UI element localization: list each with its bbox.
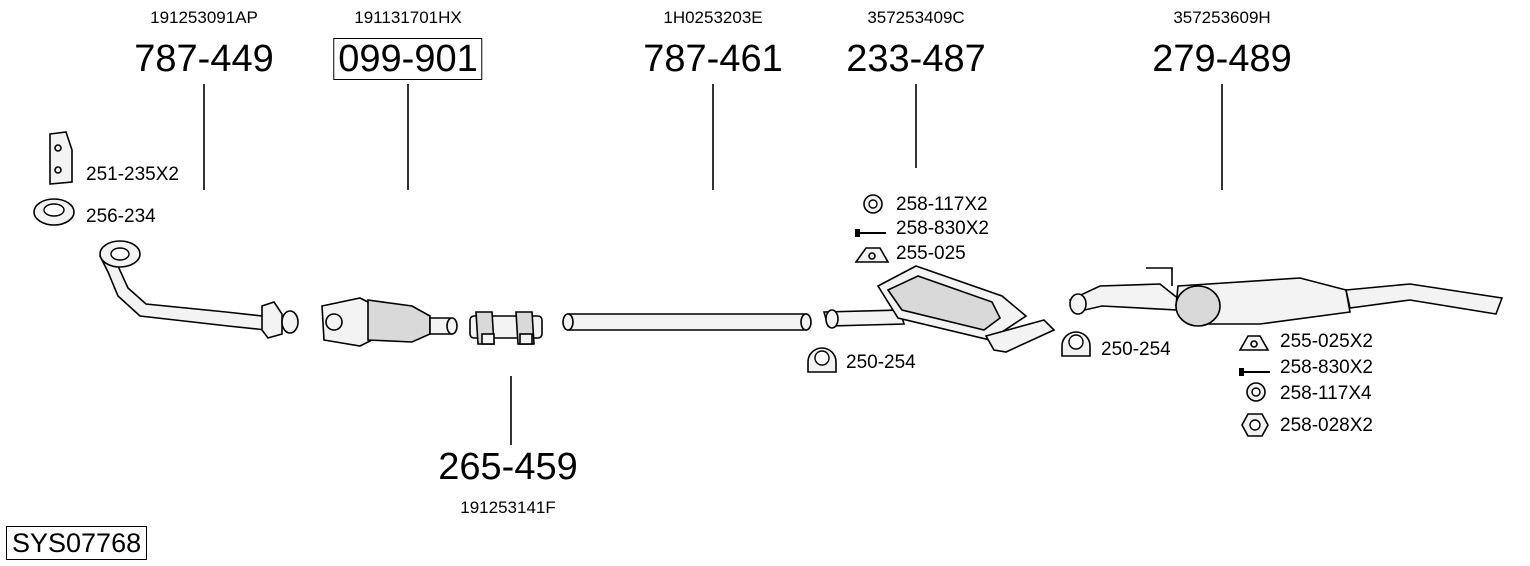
catalytic-converter-part: [321, 297, 458, 347]
accessory-label-ring[interactable]: 258-117X2: [896, 194, 988, 215]
part-number[interactable]: 787-449: [134, 38, 274, 80]
bolt-icon: [855, 229, 886, 237]
system-code: SYS07768: [6, 526, 148, 560]
part-number[interactable]: 233-487: [846, 38, 986, 80]
rubber-mount-icon: [854, 247, 890, 263]
accessory-label-ring[interactable]: 258-117X4: [1280, 383, 1372, 404]
bolt-icon: [1239, 368, 1270, 376]
oe-number: 191131701HX: [354, 8, 462, 27]
middle-muffler-part: [822, 265, 1056, 353]
rubber-mount-icon: [1238, 335, 1270, 351]
accessory-label-mount[interactable]: 255-025: [896, 243, 966, 264]
ring-icon: [1246, 382, 1266, 402]
accessory-label-bolt[interactable]: 258-830X2: [1280, 357, 1373, 378]
gasket-icon: [33, 198, 75, 226]
rear-muffler-part: [1068, 267, 1504, 327]
intermediate-pipe-part: [562, 313, 812, 331]
part-number-highlighted[interactable]: 099-901: [333, 38, 483, 80]
connector-clamp-part: [469, 311, 543, 345]
nut-icon: [1241, 413, 1269, 437]
bracket-icon: [49, 131, 73, 185]
part-number[interactable]: 265-459: [438, 446, 578, 488]
accessory-label-mount[interactable]: 255-025X2: [1280, 331, 1373, 352]
ring-icon: [863, 194, 883, 214]
clamp-icon: [807, 347, 837, 373]
accessory-label-clamp[interactable]: 250-254: [846, 352, 916, 373]
front-pipe-part: [99, 240, 299, 339]
oe-number: 357253409C: [867, 8, 965, 27]
accessory-label-clamp[interactable]: 250-254: [1101, 339, 1171, 360]
oe-number: 1H0253203E: [663, 8, 763, 27]
oe-number: 191253141F: [460, 498, 556, 517]
oe-number: 191253091AP: [150, 8, 258, 27]
oe-number: 357253609H: [1173, 8, 1271, 27]
part-number[interactable]: 279-489: [1152, 38, 1292, 80]
accessory-label-nut[interactable]: 258-028X2: [1280, 415, 1373, 436]
accessory-label-bracket[interactable]: 251-235X2: [86, 164, 179, 185]
part-number[interactable]: 787-461: [643, 38, 783, 80]
accessory-label-gasket[interactable]: 256-234: [86, 206, 156, 227]
accessory-label-bolt[interactable]: 258-830X2: [896, 218, 989, 239]
clamp-icon: [1061, 331, 1091, 357]
